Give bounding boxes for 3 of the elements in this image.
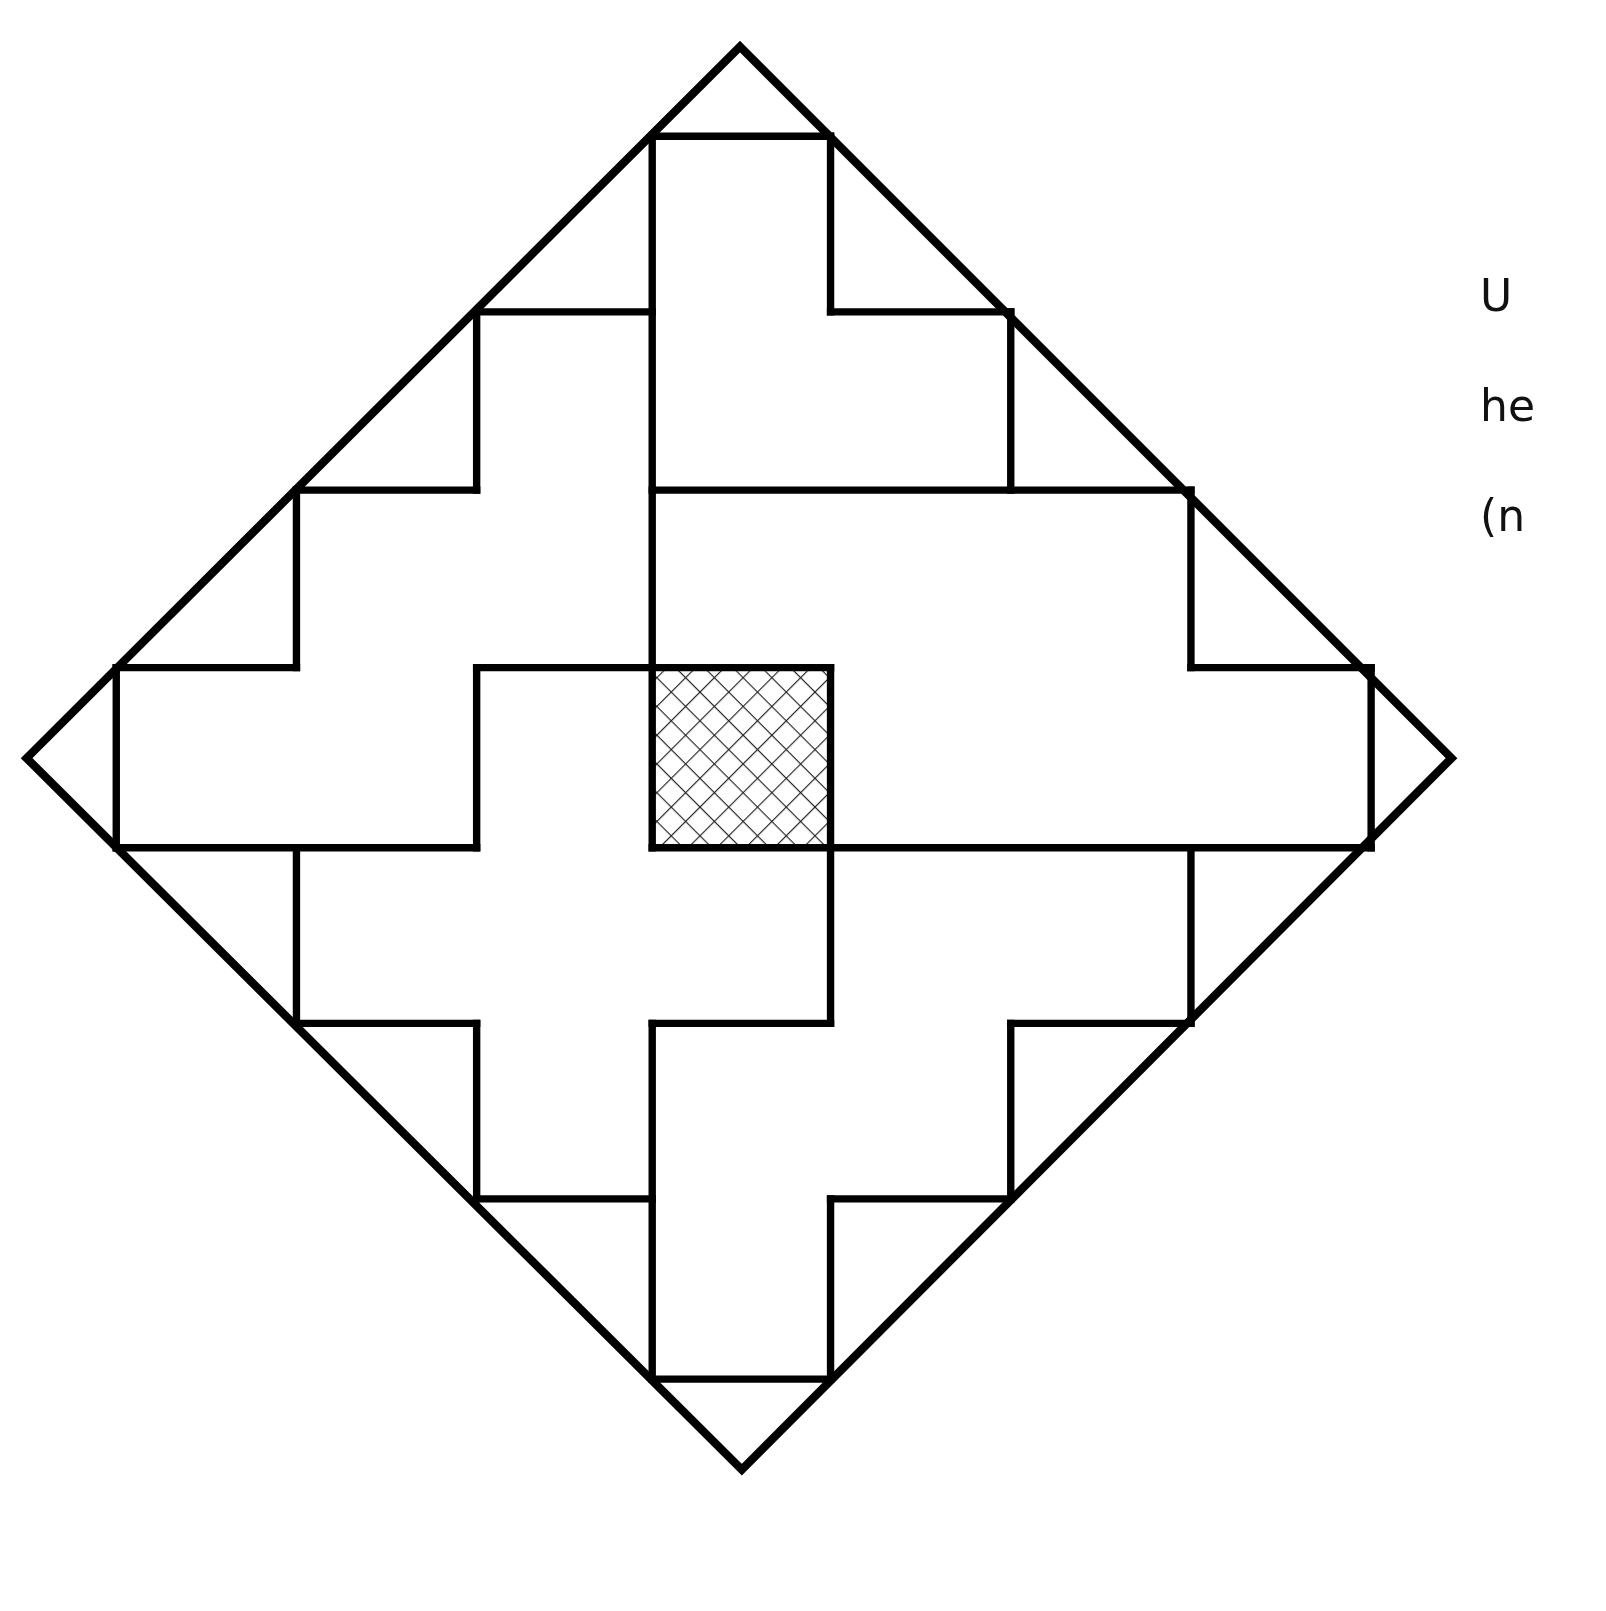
handwritten-text: (n — [1480, 490, 1526, 541]
handwritten-text: he — [1480, 380, 1535, 431]
handwritten-text: U — [1480, 270, 1513, 321]
